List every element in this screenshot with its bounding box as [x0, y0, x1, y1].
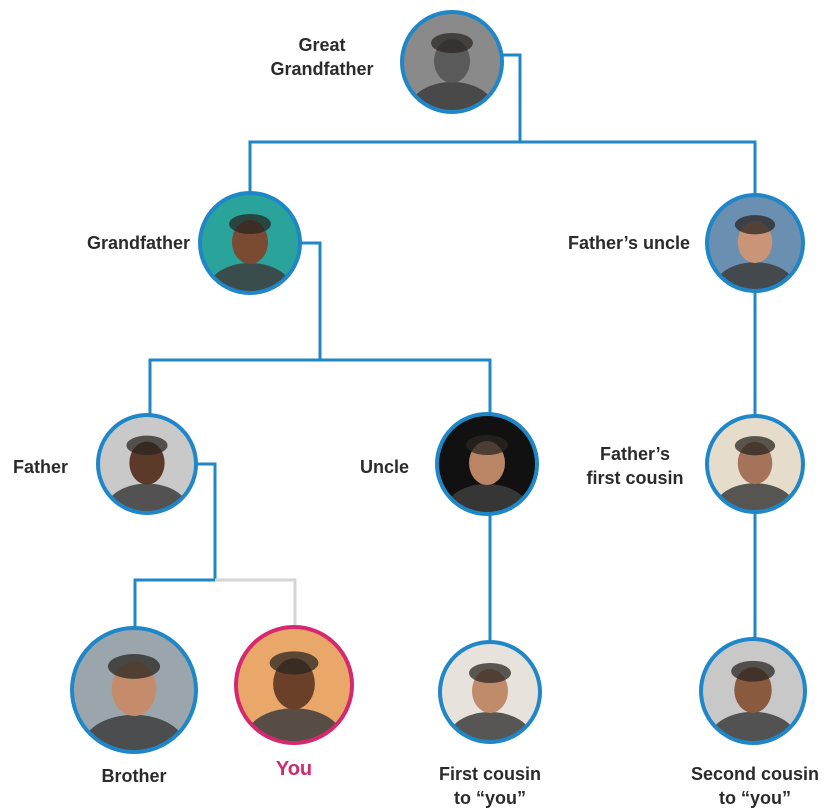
portrait-photo: [72, 628, 196, 752]
node-great-grandfather: [400, 10, 504, 114]
highlight-ring: [234, 625, 354, 745]
node-grandfather: [198, 191, 302, 295]
node-second-cousin: [699, 637, 807, 745]
portrait-ring: [198, 191, 302, 295]
portrait-photo: [701, 639, 805, 743]
node-father: [96, 413, 198, 515]
portrait-photo: [200, 193, 300, 293]
portrait-ring: [96, 413, 198, 515]
portrait-ring: [70, 626, 198, 754]
node-you: [234, 625, 354, 745]
portrait-photo: [236, 627, 352, 743]
label-uncle: Uncle: [360, 457, 410, 477]
link-father-to-you: [215, 578, 297, 638]
link-to-fathers-uncle: [520, 140, 757, 197]
link-to-uncle: [320, 358, 492, 415]
portrait-ring: [400, 10, 504, 114]
portrait-photo: [98, 415, 196, 513]
node-brother: [70, 626, 198, 754]
node-fathers-first-cousin: [705, 414, 805, 514]
label-grandfather: Grandfather: [86, 233, 190, 253]
portrait-photo: [707, 195, 803, 291]
label-you: You: [275, 758, 313, 780]
portrait-ring: [705, 193, 805, 293]
label-brother: Brother: [101, 766, 167, 786]
portrait-ring: [705, 414, 805, 514]
portrait-photo: [707, 416, 803, 512]
portrait-photo: [440, 642, 540, 742]
label-fathers-uncle: Father’s uncle: [567, 233, 690, 253]
portrait-ring: [435, 412, 539, 516]
node-fathers-uncle: [705, 193, 805, 293]
portrait-ring: [438, 640, 542, 744]
label-father: Father: [13, 457, 69, 477]
portrait-photo: [437, 414, 537, 514]
node-first-cousin: [438, 640, 542, 744]
portrait-photo: [402, 12, 502, 112]
node-uncle: [435, 412, 539, 516]
portrait-ring: [699, 637, 807, 745]
